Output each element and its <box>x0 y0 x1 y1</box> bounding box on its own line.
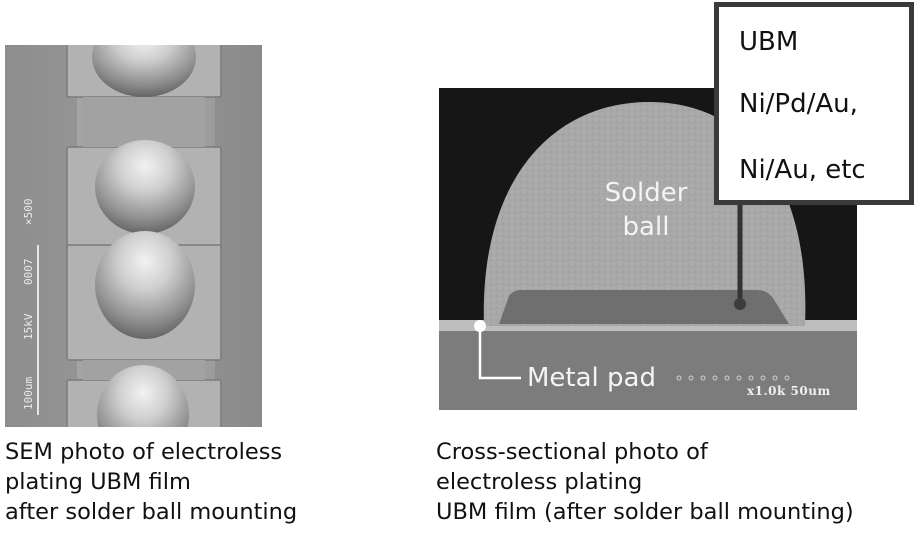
right-caption-line3: UBM film (after solder ball mounting) <box>436 499 854 525</box>
sem-scale-magnification: 100um <box>22 377 35 410</box>
solder-ball-label: Solder ball <box>591 176 701 244</box>
sem-photo: 100um 15kV 0007 ×500 <box>5 45 262 427</box>
left-caption-line1: SEM photo of electroless <box>5 439 283 465</box>
ubm-material-1: Ni/Pd/Au, <box>739 89 858 119</box>
metal-pad-label: Metal pad <box>527 363 656 393</box>
sem-image: 100um 15kV 0007 ×500 <box>22 45 222 427</box>
solder-ball <box>95 231 195 339</box>
metal-pad-leader-line <box>478 326 521 380</box>
solder-balls <box>92 45 196 427</box>
sem-scale-zoom: ×500 <box>22 199 35 226</box>
substrate <box>439 330 857 410</box>
sem-scale-text: 100um 15kV 0007 ×500 <box>22 199 35 411</box>
cross-section-photo: Solder ball Metal pad x1.0k 50um <box>439 88 857 410</box>
sem-scale-number: 0007 <box>22 259 35 286</box>
right-caption-line1: Cross-sectional photo of <box>436 439 708 465</box>
ubm-title: UBM <box>739 27 799 57</box>
solder-label-line1: Solder <box>604 178 688 208</box>
ubm-material-2: Ni/Au, etc <box>739 155 866 185</box>
cross-section-scale-text: x1.0k 50um <box>747 384 831 398</box>
solder-ball <box>95 140 195 234</box>
left-caption-line3: after solder ball mounting <box>5 499 298 525</box>
scale-dots <box>676 375 790 381</box>
ubm-leader-dot <box>734 298 746 310</box>
ubm-callout-box: UBM Ni/Pd/Au, Ni/Au, etc <box>714 2 914 205</box>
sem-scale-voltage: 15kV <box>22 313 35 340</box>
solder-ball <box>97 365 189 427</box>
solder-label-line2: ball <box>622 212 670 242</box>
right-caption-line2: electroless plating <box>436 469 643 495</box>
right-caption: Cross-sectional photo of electroless pla… <box>436 437 854 527</box>
left-caption-line2: plating UBM film <box>5 469 191 495</box>
solder-ball <box>92 45 196 97</box>
left-caption: SEM photo of electroless plating UBM fil… <box>5 437 297 527</box>
ubm-layer <box>499 290 789 324</box>
